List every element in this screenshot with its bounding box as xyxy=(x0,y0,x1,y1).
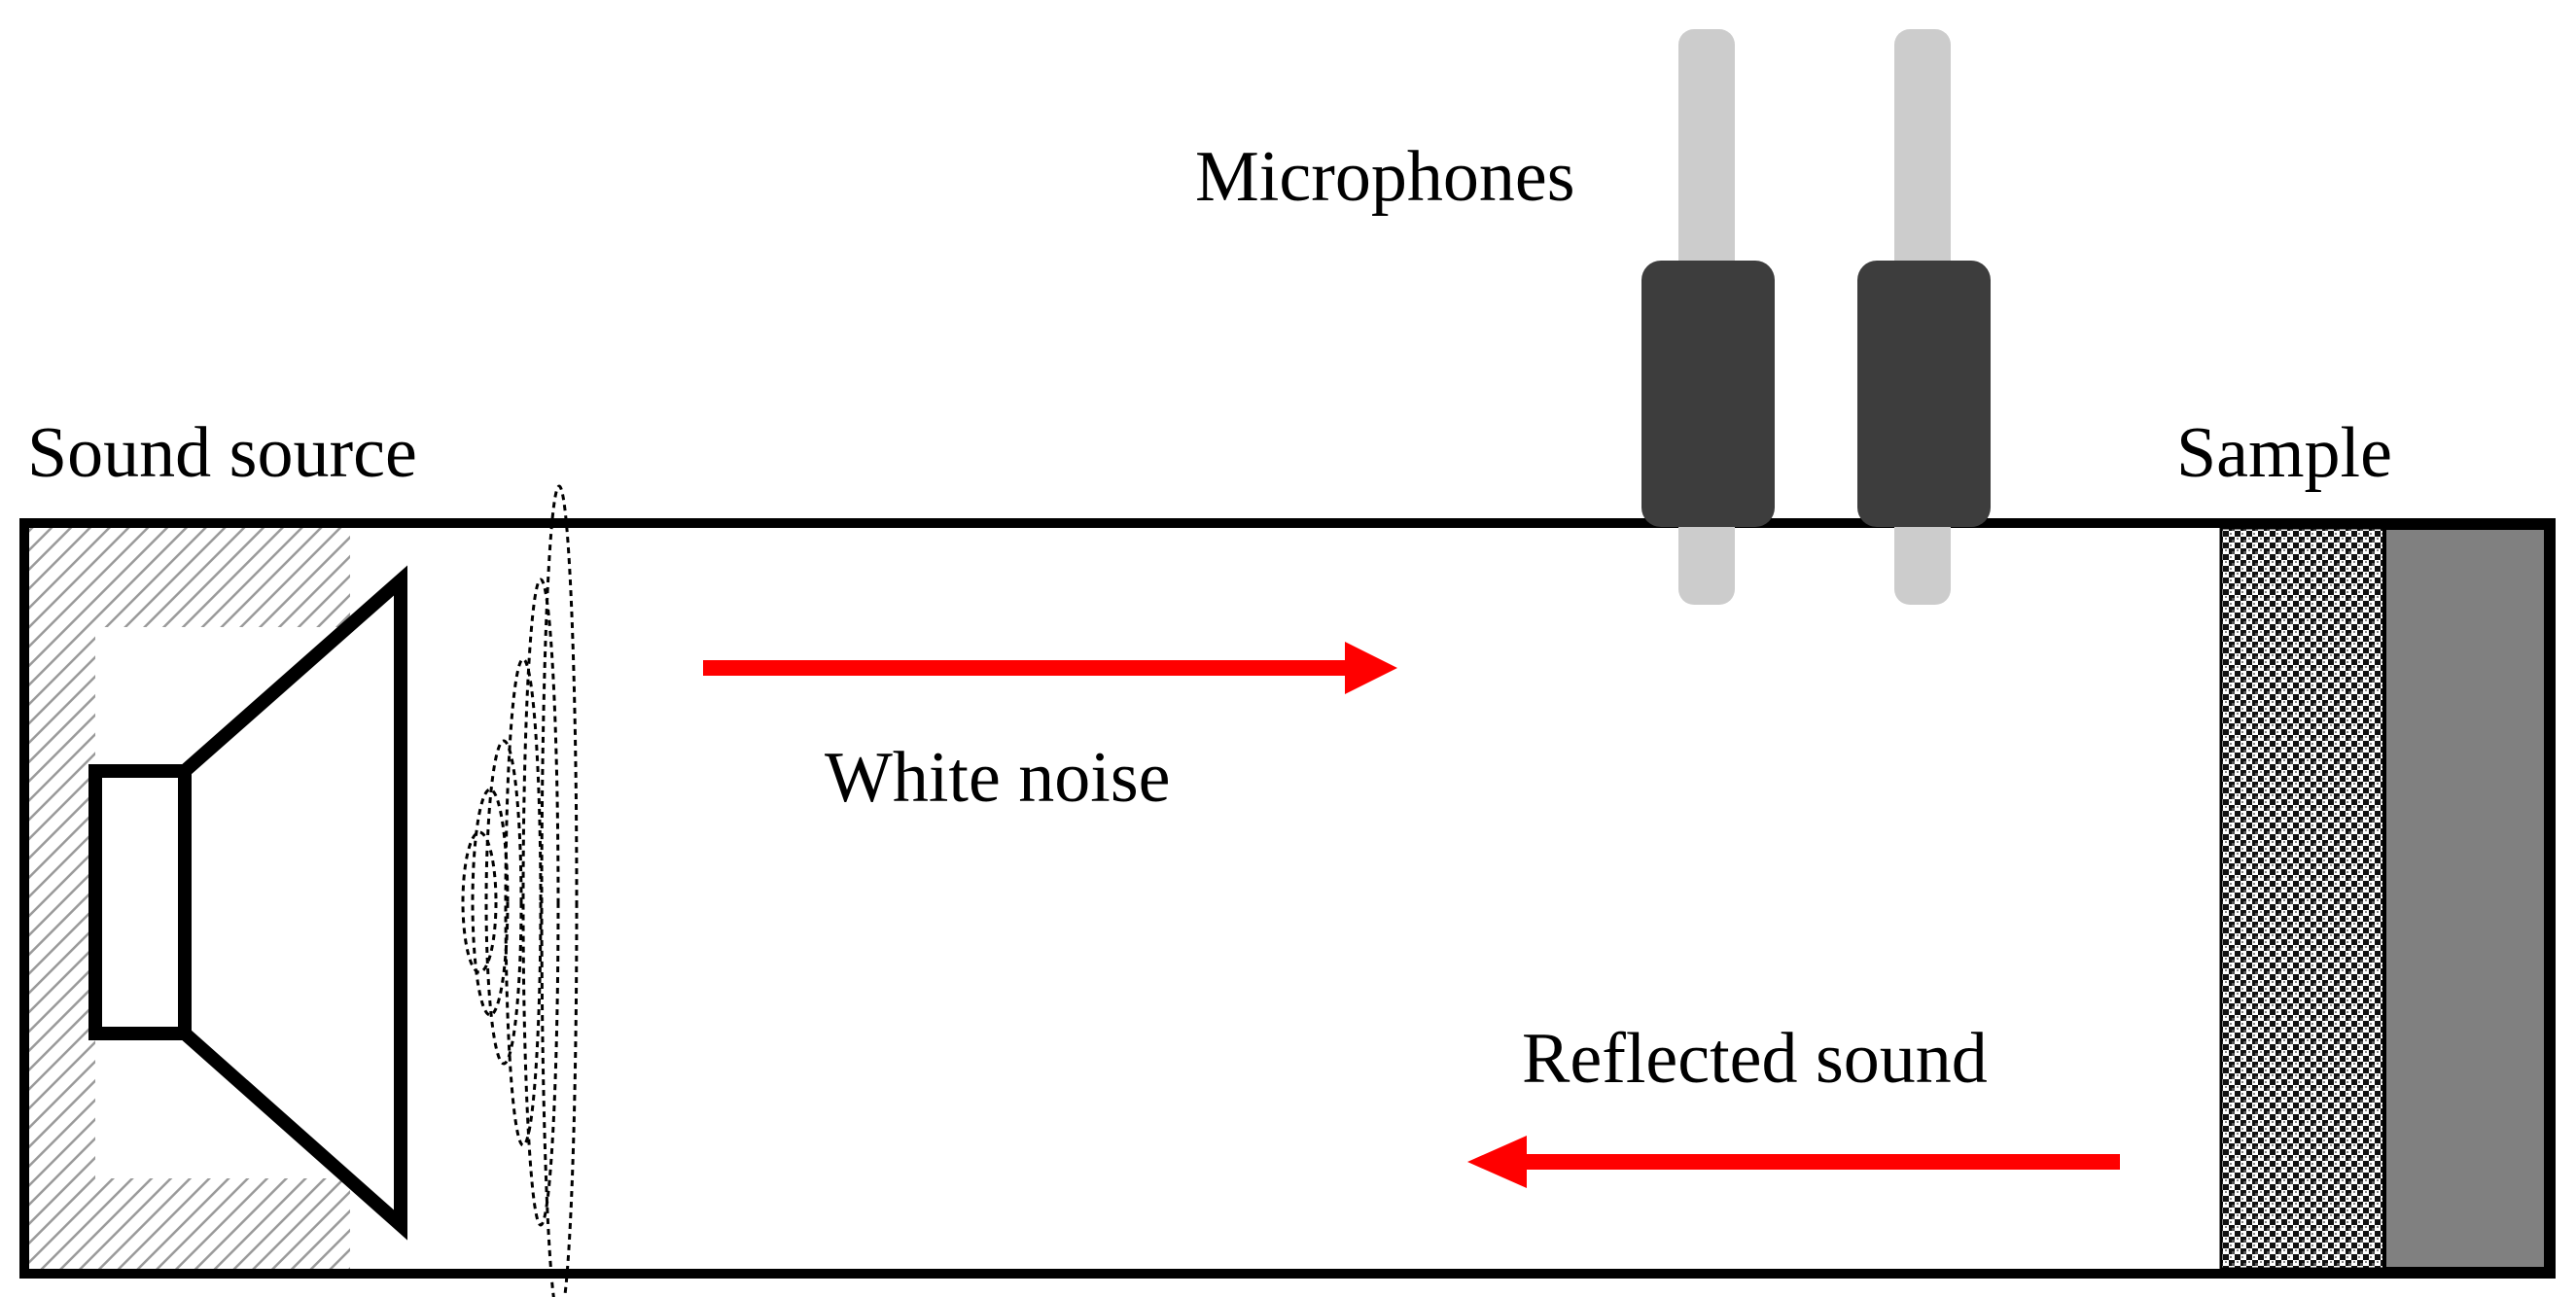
speaker-icon xyxy=(88,565,407,1241)
microphone-left xyxy=(1641,29,1775,605)
sample-label: Sample xyxy=(2176,413,2392,493)
sound-waves-icon xyxy=(461,484,579,1297)
microphone-right xyxy=(1857,29,1991,605)
microphones-label: Microphones xyxy=(1195,137,1575,217)
sample-backing-plate xyxy=(2382,526,2548,1271)
sound-source-label: Sound source xyxy=(27,413,417,493)
microphone-body xyxy=(1857,261,1991,527)
microphone-body xyxy=(1641,261,1775,527)
white-noise-arrow xyxy=(703,642,1397,694)
reflected-sound-arrow xyxy=(1467,1136,2120,1188)
impedance-tube xyxy=(19,518,2556,1279)
white-noise-label: White noise xyxy=(825,738,1171,818)
sample-porous-material xyxy=(2219,526,2386,1271)
reflected-sound-label: Reflected sound xyxy=(1522,1019,1988,1099)
